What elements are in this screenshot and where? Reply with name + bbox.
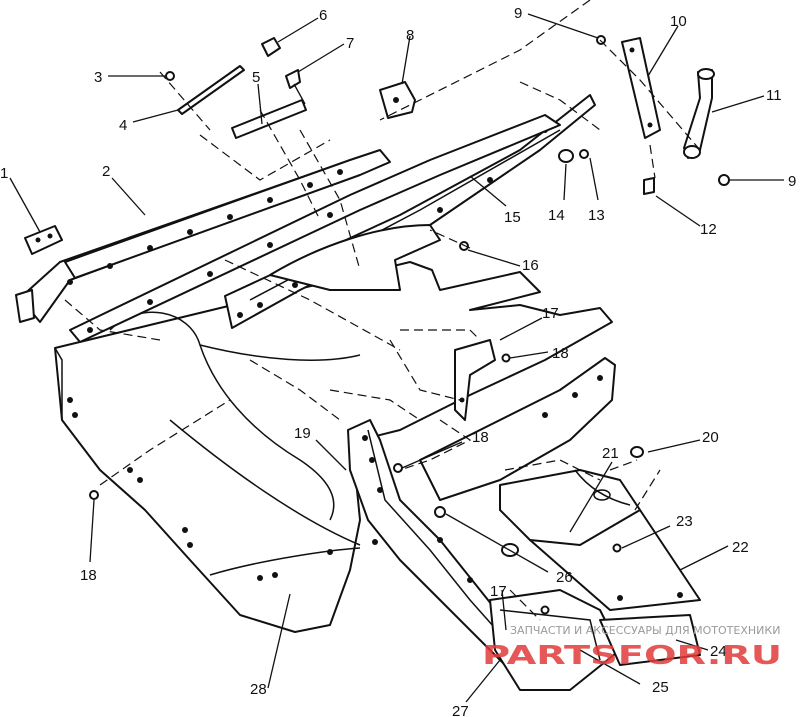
callout-12: 12 <box>700 221 717 238</box>
part-4-rod <box>177 65 245 115</box>
part-9-nut-top <box>596 35 606 45</box>
part-18-nut-b <box>393 463 403 473</box>
callout-9-top: 9 <box>514 5 522 22</box>
callout-11: 11 <box>766 87 782 104</box>
callout-17-top: 17 <box>542 305 559 322</box>
part-23-nut <box>612 543 622 553</box>
callout-7: 7 <box>346 35 354 52</box>
callout-20: 20 <box>702 429 719 446</box>
watermark-caption: ЗАПЧАСТИ И АКСЕССУАРЫ ДЛЯ МОТОТЕХНИКИ <box>510 624 780 637</box>
callout-21: 21 <box>602 445 619 462</box>
callout-9-right: 9 <box>788 173 796 190</box>
assembly-dashed-lines <box>64 0 701 621</box>
callout-25: 25 <box>652 679 669 696</box>
callout-8: 8 <box>406 27 414 44</box>
part-21-curved-shield <box>499 469 641 546</box>
part-10-bracket <box>621 37 661 139</box>
part-26-hole <box>434 506 446 518</box>
leader-lines <box>9 13 784 703</box>
callout-6: 6 <box>319 7 327 24</box>
part-right-wing-panel <box>419 357 616 501</box>
callout-18-middle: 18 <box>472 429 489 446</box>
callout-18-upper: 18 <box>552 345 569 362</box>
callout-18-left: 18 <box>80 567 97 584</box>
part-8-clamp <box>379 81 416 119</box>
part-5-strip <box>231 99 307 139</box>
parts-layer <box>15 35 730 691</box>
part-9-nut-right <box>718 174 730 186</box>
callout-5: 5 <box>252 69 260 86</box>
part-13-bolt <box>579 149 589 159</box>
watermark-brand: PARTSFOR.RU <box>482 641 782 671</box>
callout-16: 16 <box>522 257 539 274</box>
callout-10: 10 <box>670 13 687 30</box>
part-top-long-rail <box>69 114 561 343</box>
part-14-bushing <box>558 149 574 163</box>
callout-labels: 1 2 3 4 5 6 7 8 9 10 11 9 12 13 14 15 16… <box>0 5 796 717</box>
part-18-nut-a <box>501 353 511 363</box>
callout-3: 3 <box>94 69 102 86</box>
part-front-end-clip <box>15 289 35 323</box>
callout-15: 15 <box>504 209 521 226</box>
part-17-bracket <box>454 339 496 421</box>
callout-23: 23 <box>676 513 693 530</box>
callout-13: 13 <box>588 207 605 224</box>
callout-14: 14 <box>548 207 565 224</box>
part-7-bolt <box>285 69 301 89</box>
callout-24: 24 <box>710 643 727 660</box>
callout-17-lower: 17 <box>490 583 507 600</box>
part-inner-reinforcement <box>269 224 441 291</box>
part-18-nut-c <box>89 490 99 500</box>
part-24-plate <box>599 614 701 666</box>
watermark: ЗАПЧАСТИ И АКСЕССУАРЫ ДЛЯ МОТОТЕХНИКИ PA… <box>482 624 782 671</box>
callout-22: 22 <box>732 539 749 556</box>
callout-26: 26 <box>556 569 573 586</box>
callout-1: 1 <box>0 165 8 182</box>
part-25-rear-bracket <box>489 589 621 691</box>
part-6-nut <box>261 37 281 57</box>
part-20-nut <box>630 446 644 458</box>
callout-27: 27 <box>452 703 469 717</box>
callout-19: 19 <box>294 425 311 442</box>
part-17-bolt-lower <box>540 605 550 615</box>
part-3-nut <box>165 71 175 81</box>
part-12-pin <box>643 177 655 195</box>
part-2-top-rail <box>19 149 391 323</box>
part-11-arm <box>683 68 715 159</box>
callout-28: 28 <box>250 681 267 698</box>
callout-4: 4 <box>119 117 127 134</box>
callout-2: 2 <box>102 163 110 180</box>
part-1-clip <box>24 225 63 255</box>
